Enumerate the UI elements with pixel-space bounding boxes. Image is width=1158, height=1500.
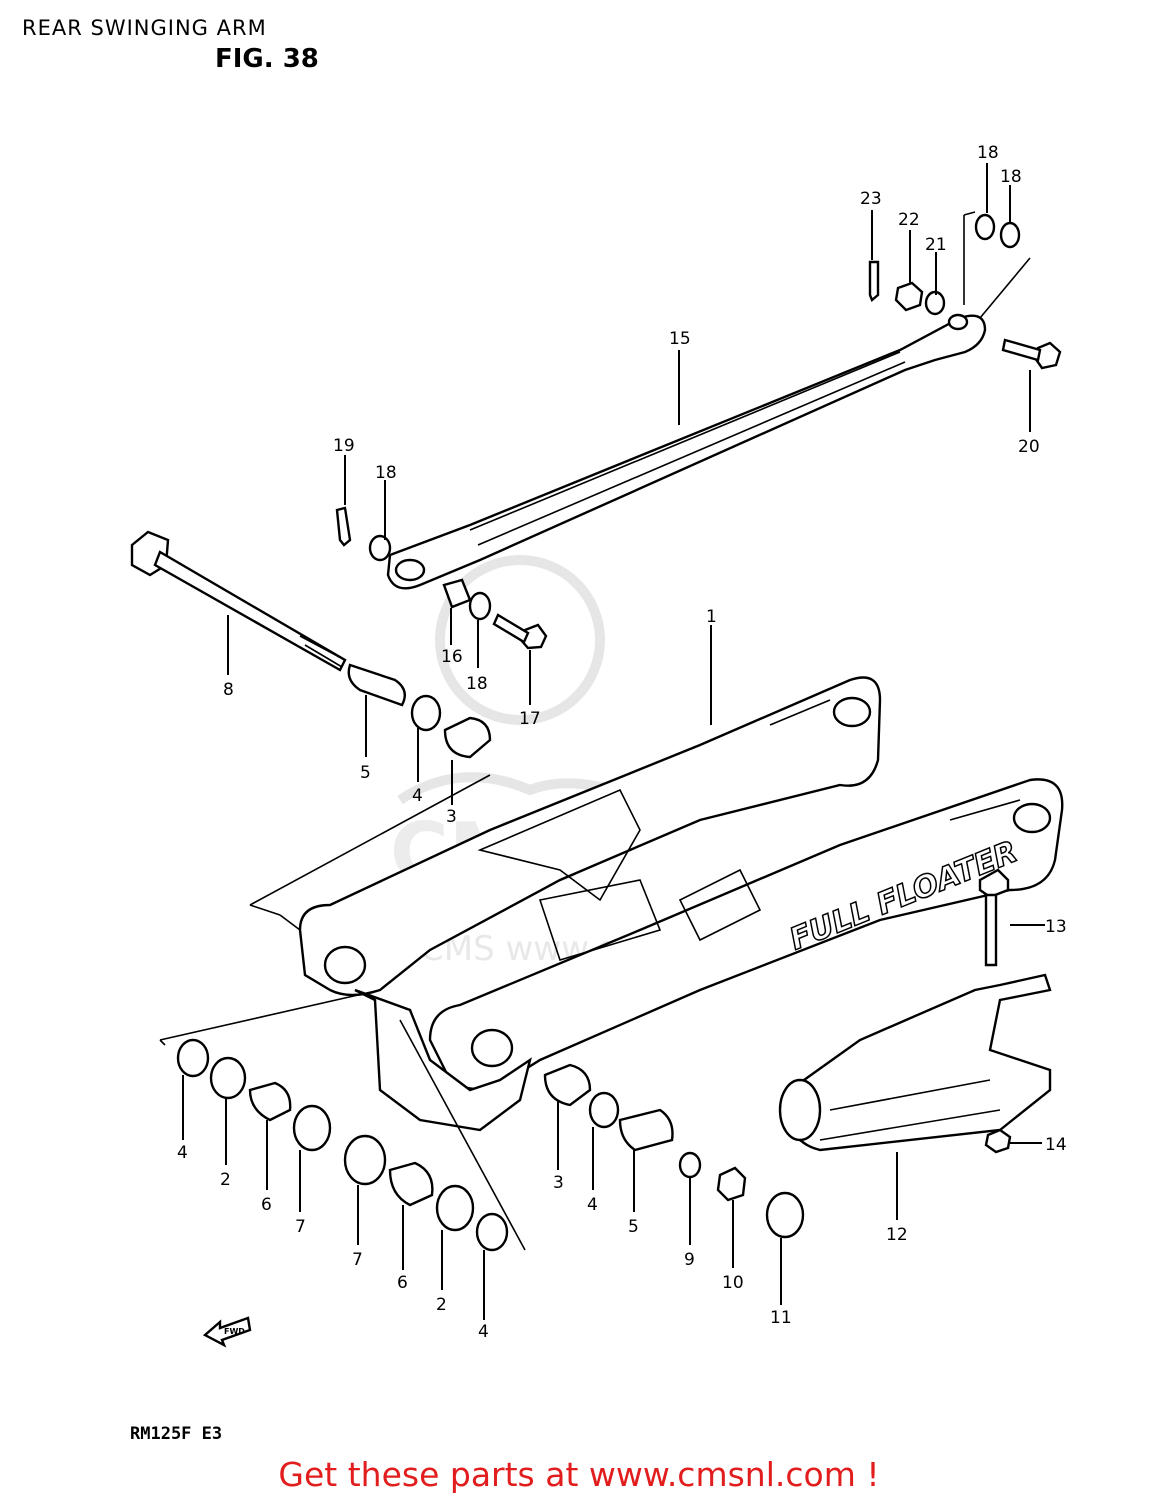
- seal-4-lower[interactable]: [588, 1091, 620, 1129]
- callout-18b: 18: [1000, 167, 1022, 187]
- callout-4b: 4: [177, 1143, 188, 1163]
- washer-7-center[interactable]: [343, 1134, 387, 1186]
- bolt-20[interactable]: [1001, 338, 1062, 370]
- callout-7a: 7: [295, 1217, 306, 1237]
- callout-18d: 18: [466, 674, 488, 694]
- collar-6-center[interactable]: [388, 1161, 434, 1207]
- callout-3a: 3: [446, 807, 457, 827]
- fwd-label: FWD: [224, 1327, 245, 1336]
- callout-6b: 6: [397, 1273, 408, 1293]
- callout-5b: 5: [628, 1217, 639, 1237]
- callout-6a: 6: [261, 1195, 272, 1215]
- swing-arm-body[interactable]: [298, 676, 1064, 1132]
- callout-3b: 3: [553, 1173, 564, 1193]
- cotter-pin-23[interactable]: [868, 260, 880, 302]
- callout-2b: 2: [436, 1295, 447, 1315]
- figure-number: FIG. 38: [215, 44, 319, 74]
- callout-12: 12: [886, 1225, 908, 1245]
- cmsnl-parts-link[interactable]: Get these parts at www.cmsnl.com !: [278, 1455, 880, 1494]
- callout-numbers: 1 15 19 18 23 22 21 18 18 20 8 16 18 17 …: [177, 143, 1067, 1342]
- nut-10[interactable]: [716, 1166, 747, 1202]
- callout-5a: 5: [360, 763, 371, 783]
- callout-4c: 4: [478, 1322, 489, 1342]
- page-title: REAR SWINGING ARM: [22, 16, 267, 40]
- torque-link-rod[interactable]: [386, 313, 987, 590]
- bushing-2-center[interactable]: [435, 1184, 475, 1232]
- alignment-line-left: [249, 774, 491, 931]
- callout-17: 17: [519, 709, 541, 729]
- callout-9: 9: [684, 1250, 695, 1270]
- bearing-3-upper[interactable]: [443, 716, 492, 759]
- model-code: RM125F E3: [130, 1424, 223, 1444]
- collar-6-left[interactable]: [248, 1081, 292, 1122]
- washer-7-left[interactable]: [292, 1104, 332, 1152]
- callout-4d: 4: [587, 1195, 598, 1215]
- callout-18a: 18: [977, 143, 999, 163]
- bolt-17[interactable]: [492, 613, 548, 650]
- castle-nut-22[interactable]: [894, 281, 924, 312]
- callout-16: 16: [441, 647, 463, 667]
- washer-18d[interactable]: [468, 591, 492, 621]
- long-bolt[interactable]: [978, 868, 1010, 967]
- callout-19: 19: [333, 436, 355, 456]
- callout-1: 1: [706, 607, 717, 627]
- bearing-3-lower[interactable]: [543, 1063, 592, 1107]
- callout-18c: 18: [375, 463, 397, 483]
- seal-4-left[interactable]: [176, 1038, 210, 1078]
- washer-21[interactable]: [924, 290, 946, 316]
- callout-15: 15: [669, 329, 691, 349]
- chain-buffer[interactable]: [778, 973, 1052, 1152]
- callout-22: 22: [898, 210, 920, 230]
- cotter-pin-19[interactable]: [335, 506, 352, 547]
- callout-20: 20: [1018, 437, 1040, 457]
- alignment-line-lower: [159, 989, 526, 1251]
- callout-8: 8: [223, 680, 234, 700]
- callout-23: 23: [860, 189, 882, 209]
- callout-2a: 2: [220, 1170, 231, 1190]
- spacer-5-lower[interactable]: [618, 1108, 674, 1152]
- callout-14: 14: [1045, 1135, 1067, 1155]
- seal-4-center[interactable]: [475, 1212, 509, 1252]
- nut-11-castle[interactable]: [765, 1191, 805, 1239]
- washer-18a[interactable]: [974, 213, 996, 241]
- callout-21: 21: [925, 235, 947, 255]
- spacer-5-upper[interactable]: [347, 663, 406, 707]
- washer-18b[interactable]: [999, 221, 1021, 249]
- washer-9[interactable]: [678, 1151, 702, 1179]
- callout-10: 10: [722, 1273, 744, 1293]
- forward-arrow-icon: FWD: [202, 1316, 252, 1348]
- pivot-shaft-bolt[interactable]: [130, 530, 347, 672]
- washer-18c[interactable]: [368, 534, 392, 562]
- leader-lines: [182, 163, 1045, 1320]
- seal-4-upper[interactable]: [410, 694, 442, 732]
- callout-11: 11: [770, 1308, 792, 1328]
- callout-13: 13: [1045, 917, 1067, 937]
- callout-4a: 4: [412, 786, 423, 806]
- callout-7b: 7: [352, 1250, 363, 1270]
- bushing-16[interactable]: [442, 578, 472, 609]
- nut-14[interactable]: [984, 1128, 1012, 1154]
- bushing-2-left[interactable]: [209, 1056, 247, 1100]
